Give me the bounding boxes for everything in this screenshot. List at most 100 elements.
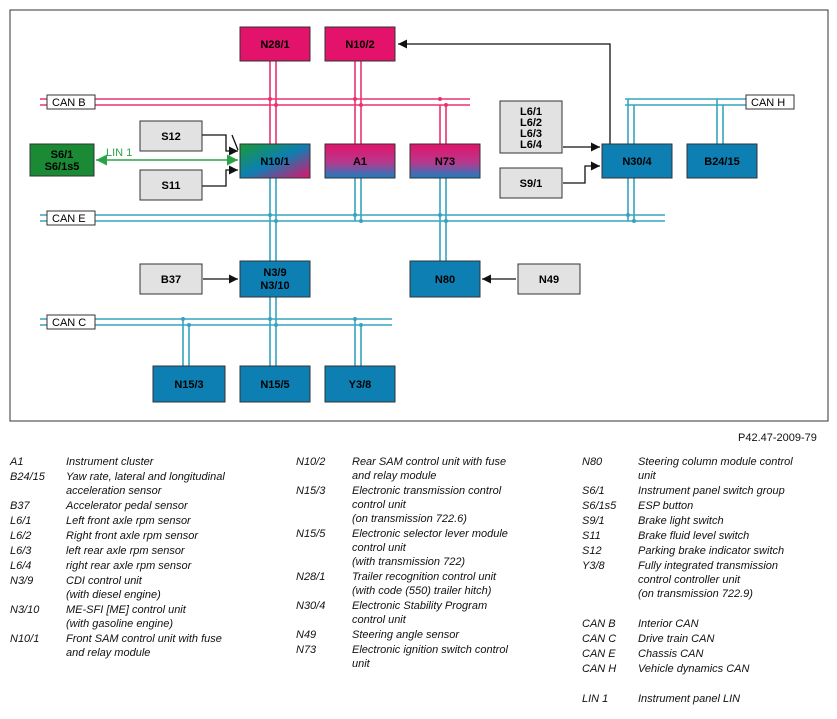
legend-code: N49 bbox=[296, 629, 317, 641]
legend-description: ESP button bbox=[638, 500, 694, 512]
box-n3-group: N3/9 N3/10 bbox=[239, 260, 311, 298]
legend-item: CAN C Drive train CAN bbox=[582, 632, 832, 646]
legend-description: Right front axle rpm sensor bbox=[66, 530, 199, 542]
can-h-bus bbox=[625, 98, 760, 144]
box-n10-1-label: N10/1 bbox=[260, 156, 289, 168]
can-h-label: CAN H bbox=[751, 97, 785, 109]
can-b-junctions bbox=[268, 97, 448, 107]
legend-description bbox=[638, 677, 832, 691]
legend-description: Interior CAN bbox=[638, 618, 699, 630]
box-n3-9-label: N3/9 bbox=[263, 267, 286, 279]
box-b24-15: B24/15 bbox=[686, 143, 758, 179]
legend-description: Vehicle dynamics CAN bbox=[638, 663, 750, 675]
legend-description: Rear SAM control unit with fuse and rela… bbox=[352, 456, 507, 482]
box-s11-label: S11 bbox=[162, 180, 181, 192]
can-c-junctions bbox=[181, 317, 363, 327]
can-b-label: CAN B bbox=[52, 97, 86, 109]
box-n49-label: N49 bbox=[539, 274, 559, 286]
can-b-tag: CAN B bbox=[46, 94, 96, 110]
legend-description: Drive train CAN bbox=[638, 633, 715, 645]
box-s6-1s5-label: S6/1s5 bbox=[45, 161, 80, 173]
legend-item: N49 Steering angle sensor bbox=[296, 628, 571, 642]
lin-1-link: LIN 1 bbox=[96, 147, 238, 166]
box-a1-label: A1 bbox=[353, 156, 367, 168]
box-n73: N73 bbox=[409, 143, 481, 179]
box-y3-8: Y3/8 bbox=[324, 365, 396, 403]
legend-code: A1 bbox=[10, 456, 24, 468]
reference-number: P42.47-2009-79 bbox=[738, 432, 817, 444]
box-l6-2-label: L6/2 bbox=[520, 117, 542, 129]
box-s11: S11 bbox=[139, 169, 203, 201]
legend-item: S9/1 Brake light switch bbox=[582, 514, 832, 528]
box-n30-4: N30/4 bbox=[601, 143, 673, 179]
legend-description: Steering column module control unit bbox=[638, 456, 793, 482]
legend-item: A1 Instrument cluster bbox=[10, 455, 285, 469]
box-y3-8-label: Y3/8 bbox=[349, 379, 372, 391]
legend-code: N15/5 bbox=[296, 528, 326, 540]
legend-description: Brake light switch bbox=[638, 515, 724, 527]
box-n15-3: N15/3 bbox=[152, 365, 226, 403]
legend-code: L6/1 bbox=[10, 515, 32, 527]
box-n49: N49 bbox=[517, 263, 581, 295]
legend-code: S12 bbox=[582, 545, 602, 557]
box-n80: N80 bbox=[409, 260, 481, 298]
can-h-tag: CAN H bbox=[745, 94, 795, 110]
can-e-label: CAN E bbox=[52, 213, 86, 225]
legend-description: Chassis CAN bbox=[638, 648, 704, 660]
legend-code: N73 bbox=[296, 644, 317, 656]
legend-code: CAN C bbox=[582, 633, 617, 645]
box-s6-group: S6/1 S6/1s5 bbox=[29, 143, 95, 177]
box-n80-label: N80 bbox=[435, 274, 455, 286]
box-s6-1-label: S6/1 bbox=[51, 149, 74, 161]
legend-description: Yaw rate, lateral and longitudinal accel… bbox=[66, 471, 225, 497]
legend-item: S6/1s5 ESP button bbox=[582, 499, 832, 513]
legend-description: Brake fluid level switch bbox=[638, 530, 750, 542]
box-n15-3-label: N15/3 bbox=[174, 379, 203, 391]
legend-description: Parking brake indicator switch bbox=[638, 545, 785, 557]
legend-code: S6/1s5 bbox=[582, 500, 617, 512]
legend-description: Electronic Stability Program control uni… bbox=[352, 600, 488, 626]
legend-description: Electronic selector lever module control… bbox=[352, 528, 508, 568]
legend-description: Instrument cluster bbox=[66, 456, 154, 468]
legend-item: S12 Parking brake indicator switch bbox=[582, 544, 832, 558]
legend-code: S6/1 bbox=[582, 485, 605, 497]
legend-code: S9/1 bbox=[582, 515, 605, 527]
legend-item: N10/1 Front SAM control unit with fuse an… bbox=[10, 632, 285, 660]
box-n15-5-label: N15/5 bbox=[260, 379, 289, 391]
legend-description: Steering angle sensor bbox=[352, 629, 460, 641]
box-s9-1: S9/1 bbox=[499, 167, 563, 199]
lin-1-label: LIN 1 bbox=[106, 147, 132, 159]
box-n28-1-label: N28/1 bbox=[260, 39, 289, 51]
can-e-tag: CAN E bbox=[46, 210, 96, 226]
legend-code: N28/1 bbox=[296, 571, 326, 583]
box-b37-label: B37 bbox=[161, 274, 181, 286]
can-b-bus bbox=[40, 60, 470, 144]
network-diagram: LIN 1 CAN B CAN E CAN C CAN H N28/1 N10/… bbox=[9, 9, 829, 422]
legend-item bbox=[582, 677, 832, 691]
can-e-junctions bbox=[268, 213, 636, 223]
legend-code: N10/1 bbox=[10, 633, 40, 645]
legend-item: N15/5 Electronic selector lever module co… bbox=[296, 527, 571, 569]
legend-code: B24/15 bbox=[10, 471, 45, 483]
box-l6-1-label: L6/1 bbox=[520, 106, 542, 118]
legend-code: N15/3 bbox=[296, 485, 326, 497]
legend-description: Accelerator pedal sensor bbox=[66, 500, 188, 512]
legend-item bbox=[582, 602, 832, 616]
box-n10-1: N10/1 bbox=[239, 143, 311, 179]
legend-description: CDI control unit (with diesel engine) bbox=[66, 575, 161, 601]
legend-code: B37 bbox=[10, 500, 30, 512]
legend-code bbox=[582, 677, 638, 691]
legend-code: LIN 1 bbox=[582, 693, 609, 705]
legend-description: Front SAM control unit with fuse and rel… bbox=[66, 633, 222, 659]
